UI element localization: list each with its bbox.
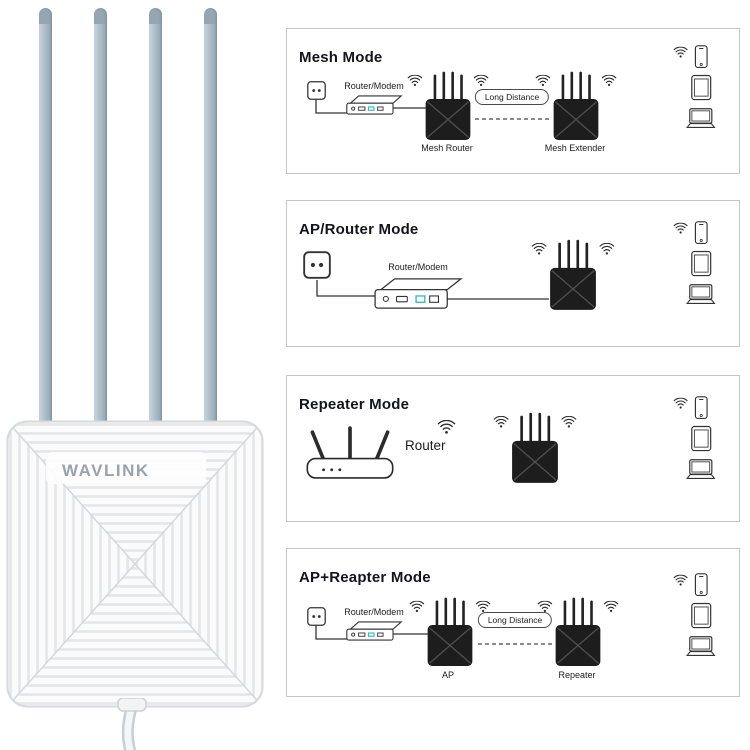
router-label: Router	[405, 438, 446, 453]
router-modem-icon	[346, 621, 402, 641]
brand-logo: WAVLINK	[62, 461, 150, 480]
panel-ap-repeater-mode: AP+Reapter Mode Router/Modem Long Distan…	[286, 548, 740, 697]
antenna-2	[94, 8, 107, 432]
cable-line	[315, 625, 347, 640]
antenna-3	[149, 8, 162, 432]
antenna-4	[204, 8, 217, 432]
panel-title-mesh-mode: Mesh Mode	[299, 49, 383, 67]
repeater-icon	[494, 414, 575, 483]
ap-router-mode-diagram	[303, 201, 739, 343]
power-cable	[117, 698, 147, 750]
panel-repeater-mode: Repeater Mode Router	[286, 375, 740, 522]
panel-ap-router-mode: AP/Router Mode Router/Modem	[286, 200, 740, 347]
router-modem-icon	[374, 278, 462, 309]
router-modem-icon	[346, 95, 402, 115]
mesh-router-icon	[408, 73, 488, 140]
wall-outlet-icon	[307, 81, 326, 100]
client-devices-icons	[674, 222, 714, 304]
client-devices-icons	[674, 397, 714, 479]
client-devices-icons	[674, 574, 714, 656]
long-distance-badge: Long Distance	[474, 89, 550, 105]
ap-icon	[410, 599, 490, 666]
repeater-mode-diagram	[305, 376, 739, 518]
client-devices-icons	[674, 46, 714, 128]
cable-line	[316, 280, 375, 297]
mesh-mode-diagram	[307, 29, 739, 171]
panel-title-ap-repeater-mode: AP+Reapter Mode	[299, 569, 431, 587]
cable-line	[315, 99, 347, 114]
mesh-extender-label: Mesh Extender	[544, 143, 606, 153]
router-modem-label: Router/Modem	[344, 81, 404, 91]
router-modem-label: Router/Modem	[388, 262, 448, 272]
router-modem-label: Router/Modem	[344, 607, 404, 617]
ap-repeater-mode-diagram	[307, 549, 739, 693]
panel-title-repeater-mode: Repeater Mode	[299, 396, 410, 414]
antenna-1	[39, 8, 52, 432]
device-body	[6, 420, 264, 708]
repeater-icon	[538, 599, 618, 666]
panel-title-ap-router-mode: AP/Router Mode	[299, 221, 419, 239]
mesh-extender-icon	[536, 73, 616, 140]
panel-mesh-mode: Mesh Mode Router/Modem Long Distance Mes…	[286, 28, 740, 174]
mesh-router-label: Mesh Router	[421, 143, 473, 153]
long-distance-badge: Long Distance	[477, 612, 553, 628]
wifi-router-icon	[305, 426, 395, 480]
ap-label: AP	[441, 670, 455, 680]
repeater-label: Repeater	[558, 670, 596, 680]
power-plug-icon	[303, 251, 331, 279]
wifi-icon	[437, 420, 456, 435]
wall-outlet-icon	[307, 607, 326, 626]
